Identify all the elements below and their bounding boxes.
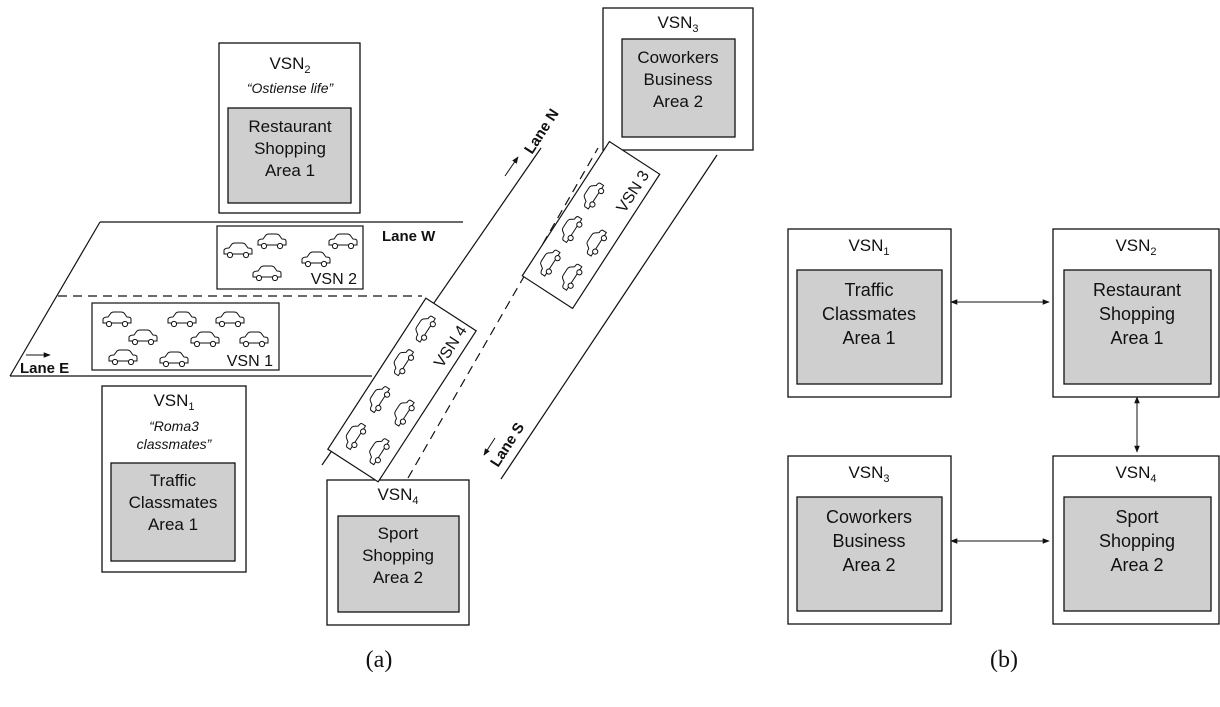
lane-n: Lane N: [521, 106, 562, 157]
b-vsn2-title: VSN2: [1115, 236, 1156, 258]
vsn1-line1: Traffic: [150, 471, 197, 490]
b-vsn1-line1: Traffic: [844, 280, 893, 300]
lane-s-label: Lane S: [487, 420, 528, 471]
vsn4-area-box: VSN4 Sport Shopping Area 2: [326, 479, 470, 626]
vsn1-line2: Classmates: [129, 493, 218, 512]
vsn3-line3: Area 2: [653, 92, 703, 111]
vsn3-title: VSN3: [657, 13, 698, 35]
b-vsn3-line3: Area 2: [842, 555, 895, 575]
b-vsn1-title: VSN1: [848, 236, 889, 258]
vehicle-cluster-vsn3: VSN 3: [521, 140, 661, 310]
b-vsn4-line1: Sport: [1115, 507, 1158, 527]
b-vsn1-line3: Area 1: [842, 328, 895, 348]
b-vsn2-box: VSN2 Restaurant Shopping Area 1: [1052, 228, 1220, 398]
vsn3-line2: Business: [644, 70, 713, 89]
cluster-label-vsn1: VSN 1: [227, 353, 273, 370]
vsn4-title: VSN4: [377, 485, 418, 507]
b-vsn2-line2: Shopping: [1099, 304, 1175, 324]
vsn3-area-box: VSN3 Coworkers Business Area 2: [602, 7, 754, 151]
lane-e-label: Lane E: [20, 360, 69, 377]
vsn3-line1: Coworkers: [637, 48, 718, 67]
lane-n-label: Lane N: [521, 106, 562, 157]
b-vsn3-box: VSN3 Coworkers Business Area 2: [787, 455, 952, 625]
arrow-north-icon: [504, 156, 519, 177]
b-vsn4-box: VSN4 Sport Shopping Area 2: [1052, 455, 1220, 625]
vehicle-cluster-vsn2: VSN 2: [216, 225, 364, 290]
b-vsn3-line2: Business: [832, 531, 905, 551]
b-vsn3-line1: Coworkers: [826, 507, 912, 527]
vsn4-line2: Shopping: [362, 546, 434, 565]
panel-a: VSN2 “Ostiense life” Restaurant Shopping…: [9, 7, 754, 673]
b-vsn2-line3: Area 1: [1110, 328, 1163, 348]
lane-s: Lane S: [487, 420, 528, 471]
vsn1-quote-line2: classmates”: [137, 436, 213, 452]
vehicle-cluster-vsn4: VSN 4: [326, 297, 478, 483]
vsn4-line3: Area 2: [373, 568, 423, 587]
vsn4-line1: Sport: [378, 524, 419, 543]
panel-b: VSN1 Traffic Classmates Area 1 VSN2 Rest…: [787, 228, 1220, 673]
vsn1-line3: Area 1: [148, 515, 198, 534]
vsn2-line1: Restaurant: [248, 117, 331, 136]
vsn2-area-box: VSN2 “Ostiense life” Restaurant Shopping…: [218, 42, 361, 214]
b-vsn2-line1: Restaurant: [1093, 280, 1181, 300]
vsn1-title: VSN1: [153, 391, 194, 413]
vsn2-title: VSN2: [269, 54, 310, 76]
caption-b: (b): [990, 647, 1018, 673]
b-vsn3-title: VSN3: [848, 463, 889, 485]
vsn2-line2: Shopping: [254, 139, 326, 158]
vsn1-area-box: VSN1 “Roma3 classmates” Traffic Classmat…: [101, 385, 247, 573]
vsn2-quote: “Ostiense life”: [247, 80, 335, 96]
arrow-south-icon: [483, 437, 496, 456]
b-vsn4-title: VSN4: [1115, 463, 1156, 485]
vehicle-cluster-vsn1: VSN 1: [91, 302, 280, 371]
vsn1-quote-line1: “Roma3: [149, 418, 199, 434]
road-west-east: [9, 221, 463, 377]
cluster-label-vsn2: VSN 2: [311, 271, 357, 288]
caption-a: (a): [366, 647, 393, 673]
b-vsn4-line2: Shopping: [1099, 531, 1175, 551]
vsn2-line3: Area 1: [265, 161, 315, 180]
lane-w-label: Lane W: [382, 228, 436, 245]
b-vsn4-line3: Area 2: [1110, 555, 1163, 575]
lane-e: Lane E: [20, 352, 69, 377]
b-vsn1-line2: Classmates: [822, 304, 916, 324]
b-vsn1-box: VSN1 Traffic Classmates Area 1: [787, 228, 952, 398]
